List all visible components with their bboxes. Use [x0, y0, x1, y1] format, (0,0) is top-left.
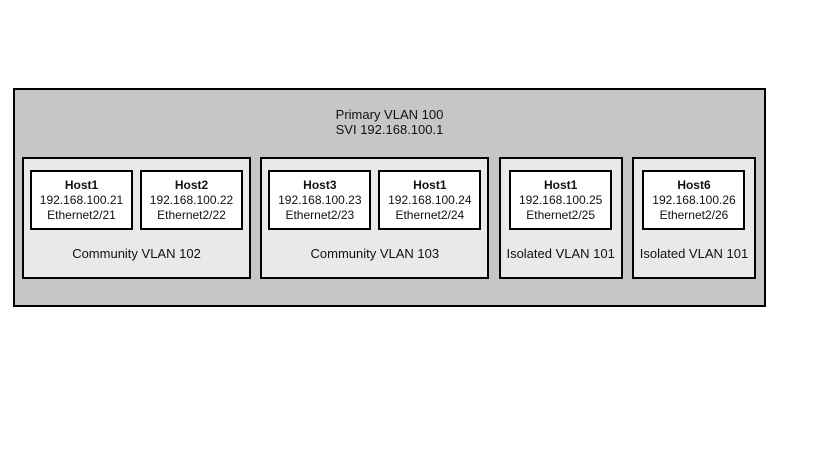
host-port: Ethernet2/26 [659, 207, 729, 222]
host-port: Ethernet2/21 [47, 207, 116, 222]
host-box: Host6 192.168.100.26 Ethernet2/26 [642, 170, 746, 230]
host-ip: 192.168.100.25 [518, 192, 603, 207]
host-name: Host1 [64, 177, 99, 192]
host-box: Host1 192.168.100.21 Ethernet2/21 [30, 170, 133, 230]
host-ip: 192.168.100.22 [149, 192, 234, 207]
host-row: Host1 192.168.100.21 Ethernet2/21 Host2 … [24, 170, 249, 230]
community-vlan-103-box: Host3 192.168.100.23 Ethernet2/23 Host1 … [260, 157, 490, 279]
host-ip: 192.168.100.21 [39, 192, 124, 207]
community-vlan-102-box: Host1 192.168.100.21 Ethernet2/21 Host2 … [22, 157, 251, 279]
host-ip: 192.168.100.23 [278, 192, 362, 207]
host-port: Ethernet2/25 [526, 207, 596, 222]
host-name: Host2 [174, 177, 209, 192]
host-box: Host1 192.168.100.25 Ethernet2/25 [509, 170, 613, 230]
host-name: Host3 [303, 177, 337, 192]
primary-vlan-name: Primary VLAN 100 [335, 107, 444, 122]
vlan-label: Isolated VLAN 101 [639, 246, 749, 261]
isolated-vlan-101-box-2: Host6 192.168.100.26 Ethernet2/26 Isolat… [631, 157, 756, 279]
isolated-vlan-101-box-1: Host1 192.168.100.25 Ethernet2/25 Isolat… [498, 157, 623, 279]
host-port: Ethernet2/24 [395, 207, 465, 222]
vlan-label: Community VLAN 102 [72, 246, 201, 261]
host-port: Ethernet2/23 [285, 207, 355, 222]
host-box: Host3 192.168.100.23 Ethernet2/23 [268, 170, 372, 230]
host-port: Ethernet2/22 [157, 207, 226, 222]
vlan-label: Isolated VLAN 101 [506, 246, 615, 261]
host-ip: 192.168.100.26 [652, 192, 736, 207]
host-row: Host1 192.168.100.25 Ethernet2/25 [501, 170, 621, 230]
host-box: Host2 192.168.100.22 Ethernet2/22 [140, 170, 243, 230]
vlan-label: Community VLAN 103 [310, 246, 440, 261]
primary-vlan-box: Primary VLAN 100 SVI 192.168.100.1 Host1… [13, 88, 766, 307]
host-ip: 192.168.100.24 [388, 192, 472, 207]
primary-vlan-title: Primary VLAN 100 SVI 192.168.100.1 [15, 107, 764, 137]
host-row: Host3 192.168.100.23 Ethernet2/23 Host1 … [262, 170, 487, 230]
primary-vlan-svi: SVI 192.168.100.1 [335, 122, 444, 137]
host-box: Host1 192.168.100.24 Ethernet2/24 [378, 170, 482, 230]
host-name: Host6 [677, 177, 711, 192]
host-name: Host1 [413, 177, 447, 192]
host-row: Host6 192.168.100.26 Ethernet2/26 [634, 170, 754, 230]
host-name: Host1 [543, 177, 578, 192]
secondary-vlan-row: Host1 192.168.100.21 Ethernet2/21 Host2 … [22, 157, 756, 279]
